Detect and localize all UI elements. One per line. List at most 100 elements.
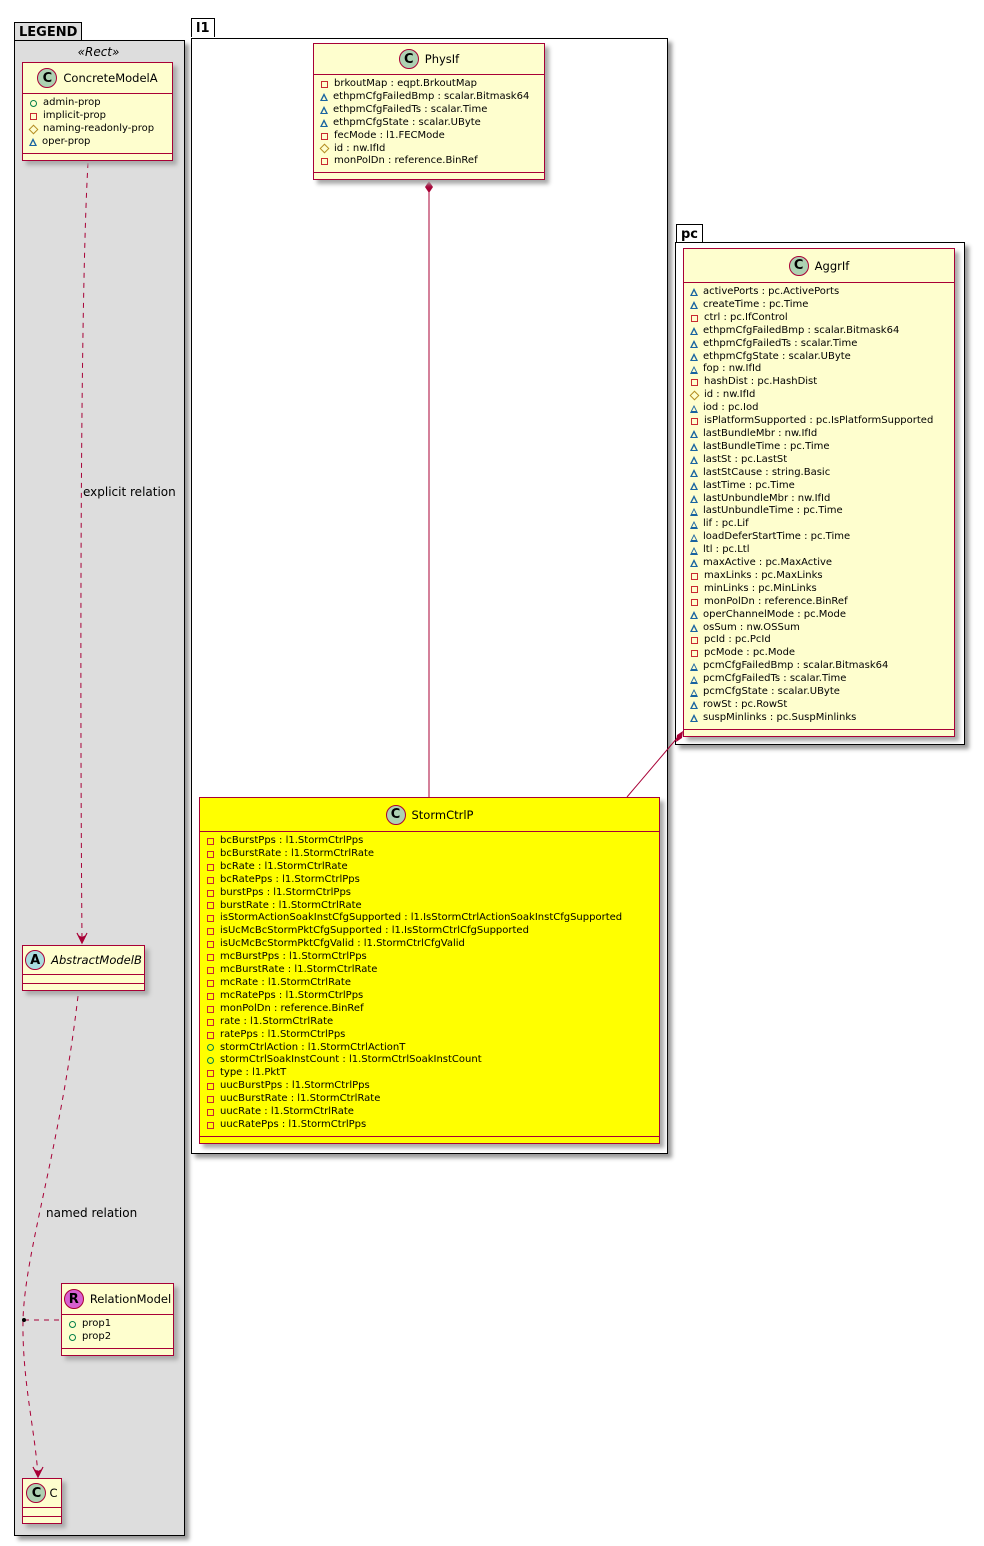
attribute-row: bcBurstRate : l1.StormCtrlRate [206,848,659,861]
attribute-row: admin-prop [29,97,172,110]
attribute-text: id : nw.IfId [704,389,756,401]
attribute-row: brkoutMap : eqpt.BrkoutMap [320,78,544,91]
attribute-row: uucBurstRate : l1.StormCtrlRate [206,1093,659,1106]
method-compartment [23,984,144,990]
class-stormctrlp[interactable]: C StormCtrlP bcBurstPps : l1.StormCtrlPp… [199,797,660,1144]
attribute-text: type : l1.PktT [220,1067,287,1079]
private-visibility-icon [207,928,214,936]
private-visibility-icon [207,954,214,962]
attribute-row: lastUnbundleMbr : nw.IfId [690,493,954,506]
attribute-text: fecMode : l1.FECMode [334,129,445,141]
private-visibility-icon [691,598,698,606]
attribute-text: oper-prop [42,135,91,147]
attribute-row: bcBurstPps : l1.StormCtrlPps [206,835,659,848]
private-visibility-icon [207,967,214,975]
attribute-row: operChannelMode : pc.Mode [690,609,954,622]
attribute-text: uucRate : l1.StormCtrlRate [220,1106,354,1118]
package-visibility-icon [690,327,698,336]
attribute-row: prop2 [68,1331,173,1344]
attribute-text: operChannelMode : pc.Mode [703,608,847,620]
private-visibility-icon [207,837,214,845]
private-visibility-icon [207,1031,214,1039]
attribute-text: suspMinlinks : pc.SuspMinlinks [703,711,857,723]
attribute-text: ethpmCfgFailedTs : scalar.Time [703,337,858,349]
class-name: StormCtrlP [411,807,474,822]
attribute-row: hashDist : pc.HashDist [690,376,954,389]
attribute-text: pcId : pc.PcId [704,634,771,646]
protected-visibility-icon [689,390,700,401]
class-c-icon: C [385,804,406,825]
class-name: ConcreteModelA [63,71,158,85]
attribute-row: pcId : pc.PcId [690,634,954,647]
attribute-text: ethpmCfgState : scalar.UByte [703,350,851,362]
attribute-text: osSum : nw.OSSum [703,621,800,633]
attribute-text: hashDist : pc.HashDist [704,376,818,388]
attribute-row: lastTime : pc.Time [690,480,954,493]
attribute-text: lastBundleTime : pc.Time [703,440,830,452]
attribute-text: prop1 [82,1318,112,1329]
attribute-text: minLinks : pc.MinLinks [704,582,817,594]
private-visibility-icon [207,902,214,910]
class-name: AggrIf [814,258,850,273]
method-compartment [23,1517,61,1523]
private-visibility-icon [207,915,214,923]
package-visibility-icon [690,611,698,620]
attribute-text: lastUnbundleTime : pc.Time [703,505,843,517]
method-compartment [684,730,954,736]
attribute-row: mcBurstRate : l1.StormCtrlRate [206,964,659,977]
attribute-text: isPlatformSupported : pc.IsPlatformSuppo… [704,415,934,427]
package-visibility-icon [690,352,698,361]
attribute-row: id : nw.IfId [319,143,544,156]
attribute-text: monPolDn : reference.BinRef [220,1002,364,1014]
attribute-text: iod : pc.Iod [703,402,759,414]
edge-label-explicit: explicit relation [83,485,176,499]
attribute-text: uucBurstPps : l1.StormCtrlPps [220,1080,370,1092]
attribute-row: uucRatePps : l1.StormCtrlPps [206,1119,659,1132]
private-visibility-icon [207,992,214,1000]
protected-visibility-icon [28,124,39,135]
class-c-icon: C [26,1483,47,1503]
class-c[interactable]: C C [22,1478,62,1524]
attribute-row: burstPps : l1.StormCtrlPps [206,887,659,900]
attribute-row: lastSt : pc.LastSt [690,454,954,467]
private-visibility-icon [207,889,214,897]
class-name: PhysIf [424,52,460,66]
private-visibility-icon [30,112,37,120]
attribute-row: ltl : pc.Ltl [690,544,954,557]
attribute-row: lastBundleTime : pc.Time [690,441,954,454]
class-c-icon: C [398,49,419,69]
attribute-text: lastTime : pc.Time [703,479,795,491]
attribute-text: implicit-prop [43,109,106,121]
package-visibility-icon [320,106,328,115]
attribute-row: oper-prop [29,136,172,149]
package-visibility-icon [690,340,698,349]
attribute-row: activePorts : pc.ActivePorts [690,286,954,299]
attribute-text: burstRate : l1.StormCtrlRate [220,899,362,911]
attribute-row: ethpmCfgState : scalar.UByte [320,117,544,130]
attribute-row: bcRate : l1.StormCtrlRate [206,861,659,874]
attribute-row: minLinks : pc.MinLinks [690,583,954,596]
attribute-row: suspMinlinks : pc.SuspMinlinks [690,712,954,725]
package-visibility-icon [320,93,328,102]
attribute-row: uucRate : l1.StormCtrlRate [206,1106,659,1119]
attribute-text: bcBurstRate : l1.StormCtrlRate [220,847,375,859]
attribute-row: isUcMcBcStormPktCfgSupported : l1.IsStor… [206,925,659,938]
package-visibility-icon [690,301,698,310]
attribute-text: stormCtrlSoakInstCount : l1.StormCtrlSoa… [220,1054,482,1066]
package-visibility-icon [690,443,698,452]
attribute-text: uucBurstRate : l1.StormCtrlRate [220,1093,381,1105]
package-visibility-icon [690,469,698,478]
private-visibility-icon [691,314,698,322]
attribute-row: burstRate : l1.StormCtrlRate [206,900,659,913]
package-visibility-icon [690,520,698,529]
attribute-row: lastBundleMbr : nw.IfId [690,428,954,441]
class-abstract-model-b[interactable]: A AbstractModelB [22,945,145,991]
attribute-text: lastStCause : string.Basic [703,466,831,478]
attribute-text: prop2 [82,1330,112,1342]
class-physif[interactable]: C PhysIf brkoutMap : eqpt.BrkoutMap ethpm… [313,43,545,181]
package-label-pc: pc [681,227,699,242]
